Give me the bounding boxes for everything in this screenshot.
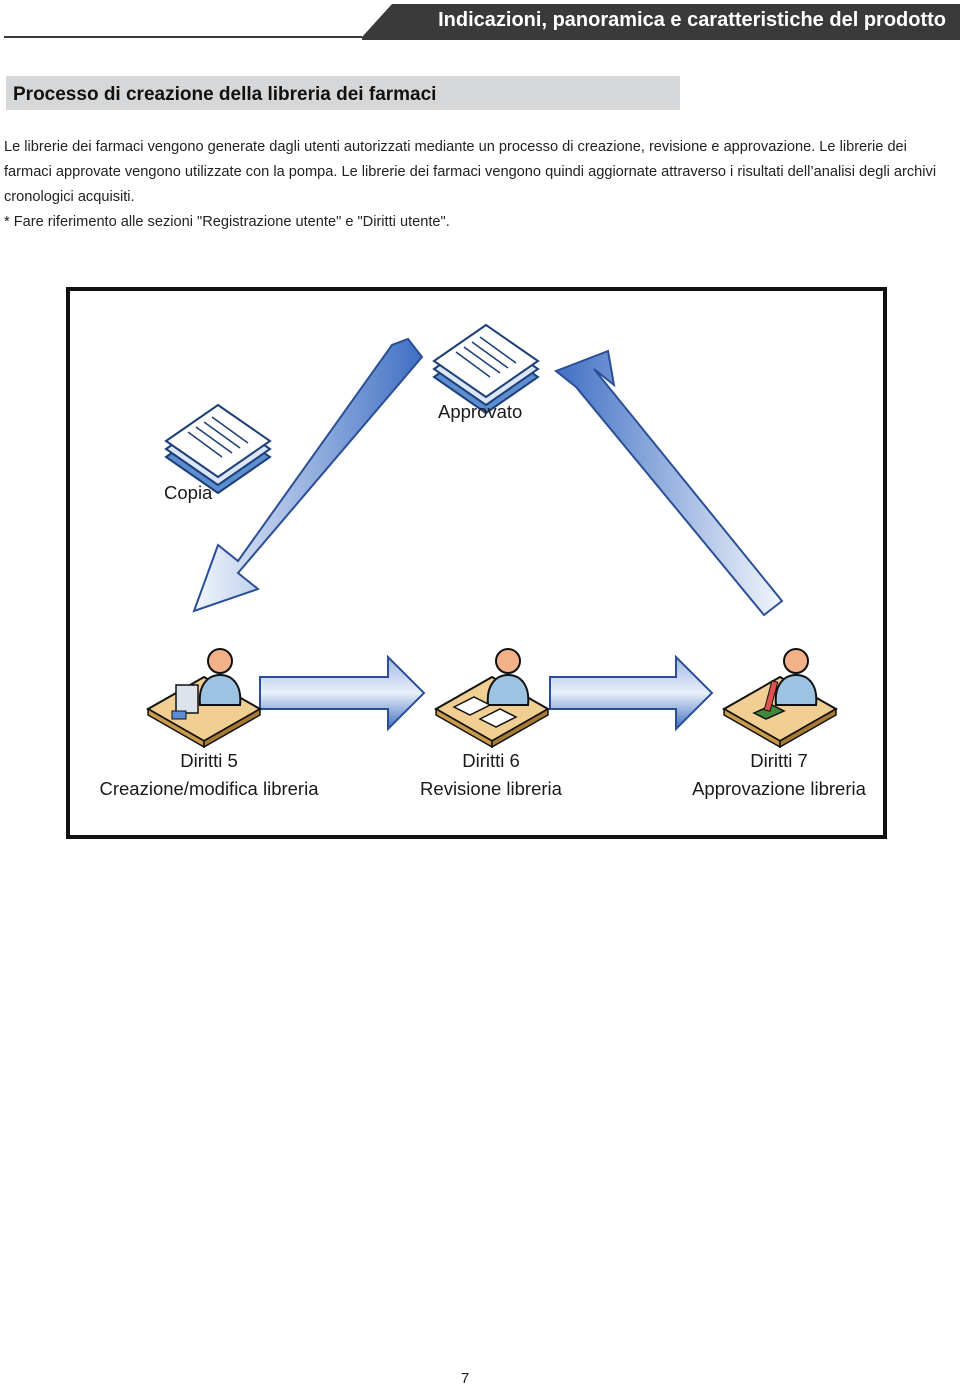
diagram-canvas — [147, 324, 837, 748]
role-3-name: Approvazione libreria — [692, 778, 866, 799]
arrow-right-2 — [549, 654, 714, 732]
process-diagram: Approvato Copia Diritti 5 Creazione/modi… — [66, 287, 887, 839]
user-reviewing-documents-icon — [435, 648, 549, 748]
document-stack-icon-approved — [433, 324, 539, 414]
section-title: Processo di creazione della libreria dei… — [13, 84, 437, 105]
arrow-right-1 — [259, 654, 426, 732]
role-1-name: Creazione/modifica libreria — [99, 778, 319, 799]
body-note: * Fare riferimento alle sezioni "Registr… — [4, 214, 450, 230]
arrow-left-down — [192, 337, 424, 613]
document-stack-icon-copy — [165, 404, 271, 494]
header-bar-shape — [4, 4, 960, 40]
role-2-rights: Diritti 6 — [462, 750, 520, 771]
header-title: Indicazioni, panoramica e caratteristich… — [438, 9, 946, 31]
copy-label: Copia — [164, 482, 213, 503]
page-number: 7 — [460, 1370, 470, 1387]
approved-label: Approvato — [438, 401, 523, 422]
user-at-computer-icon — [147, 648, 261, 748]
arrow-right-up — [554, 349, 784, 617]
user-approving-icon — [723, 648, 837, 748]
section-title-band: Processo di creazione della libreria dei… — [6, 76, 680, 110]
body-paragraph: Le librerie dei farmaci vengono generate… — [4, 139, 937, 205]
header-bar: Indicazioni, panoramica e caratteristich… — [0, 0, 960, 44]
role-3-rights: Diritti 7 — [750, 750, 808, 771]
body-text: Le librerie dei farmaci vengono generate… — [4, 135, 944, 235]
role-2-name: Revisione libreria — [420, 778, 562, 799]
role-1-rights: Diritti 5 — [180, 750, 238, 771]
